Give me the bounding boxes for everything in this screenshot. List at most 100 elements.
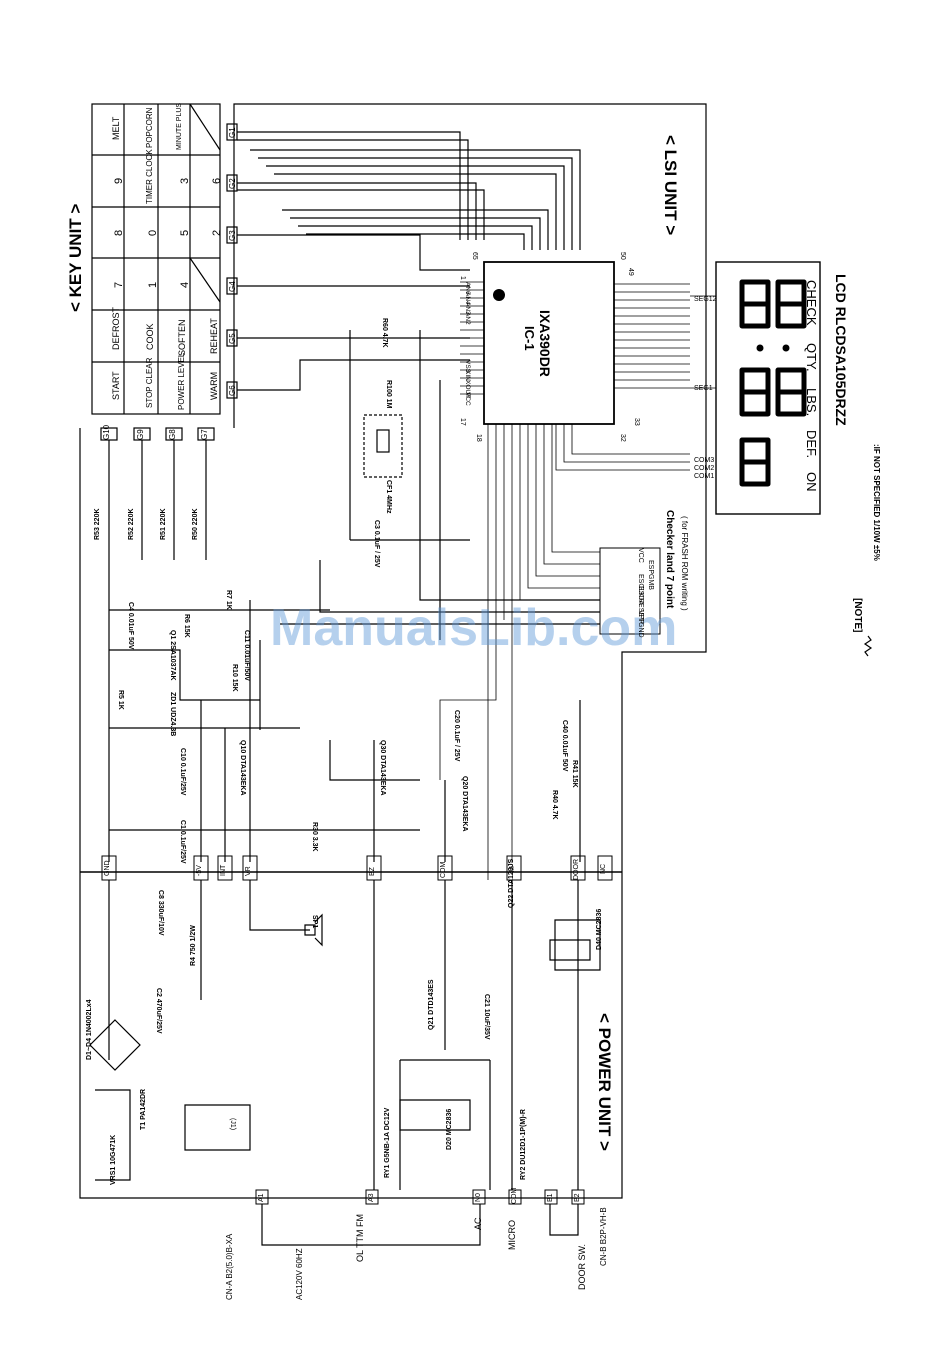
label-c3: C3 0.1uF / 25V xyxy=(373,520,380,568)
label-c8: C8 330uF/10V xyxy=(157,890,164,936)
pin-g5: G5 xyxy=(228,333,237,344)
pin-g9: G9 xyxy=(136,429,145,440)
label-vrs1: VRS1 10G471K xyxy=(110,1134,117,1185)
key-power-level[interactable]: POWER LEVEL xyxy=(177,352,186,410)
label-zd1: ZD1 UDZ4.3B xyxy=(169,692,176,737)
pin-g1: G1 xyxy=(228,127,237,138)
key-0[interactable]: 0 xyxy=(147,229,159,236)
lcd-annunciator-check: CHECK xyxy=(804,280,819,326)
key-cook[interactable]: COOK xyxy=(145,323,155,350)
pin-g6: G6 xyxy=(228,385,237,396)
checker-pin-vcc: VCC xyxy=(637,548,644,563)
label-r52: R52 220K xyxy=(128,508,135,540)
note-title: [NOTE] xyxy=(852,598,863,633)
label-d1d4: D1~D4 1N4002Lx4 xyxy=(86,999,93,1060)
label-micro: MICRO xyxy=(507,1220,517,1250)
key-panel xyxy=(91,103,221,415)
power-pin-com: COM xyxy=(511,1187,518,1204)
pin-g4: G4 xyxy=(228,281,237,292)
key-start[interactable]: START xyxy=(111,371,121,400)
label-c10: C10 0.1uF/25V xyxy=(179,748,186,796)
key-2[interactable]: 2 xyxy=(211,229,223,236)
label-c40: C40 0.01uF 50V xyxy=(561,720,568,772)
label-r41: R41 15K xyxy=(571,760,578,788)
key-3[interactable]: 3 xyxy=(179,177,191,184)
label-c21: C21 10uF/35V xyxy=(483,994,490,1040)
key-7[interactable]: 7 xyxy=(113,281,125,288)
power-pin-b1: B1 xyxy=(547,1193,554,1202)
key-warm[interactable]: WARM xyxy=(209,371,219,400)
key-popcorn[interactable]: POPCORN xyxy=(145,107,154,148)
checker-pin-gnd: GND xyxy=(637,622,644,638)
key-unit-title: < KEY UNIT > xyxy=(66,203,85,312)
conn-door: DOOR xyxy=(573,859,580,880)
ic-pin-1: 1 xyxy=(459,276,466,280)
key-5[interactable]: 5 xyxy=(179,229,191,236)
ic-pin-18: 18 xyxy=(475,434,482,442)
label-r4: R4 750 1/2W xyxy=(190,925,197,966)
label-c1: C1 0.1uF/25V xyxy=(179,820,186,864)
label-ol-ttm-fm: OL TTM FM xyxy=(355,1214,365,1262)
board-outline xyxy=(79,103,707,1199)
power-pin-a1: A1 xyxy=(258,1193,265,1202)
key-9[interactable]: 9 xyxy=(113,177,125,184)
conn-vr: VR xyxy=(245,866,252,876)
label-ac120v: AC120V 60HZ xyxy=(295,1248,304,1300)
key-timer-clock[interactable]: TIMER CLOCK xyxy=(145,149,154,204)
label-q10: Q10 DTA143EKA xyxy=(239,740,246,796)
lcd-seg12: SEG12 xyxy=(694,296,717,303)
checker-pin-espgmb: ESPGMB xyxy=(647,560,654,590)
label-r30: R30 3.3K xyxy=(311,822,318,852)
ic-body xyxy=(483,261,615,425)
key-minute-plus[interactable]: MINUTE PLUS xyxy=(176,102,183,150)
label-d20: D20 MC2836 xyxy=(446,1108,453,1150)
key-8[interactable]: 8 xyxy=(113,229,125,236)
lcd-annunciator-qty: QTY. xyxy=(804,343,819,372)
key-6[interactable]: 6 xyxy=(211,177,223,184)
label-q21: Q21 DTD143ES xyxy=(428,979,435,1030)
label-ac: AC xyxy=(473,1217,483,1230)
label-r10: R10 15K xyxy=(231,664,238,692)
key-4[interactable]: 4 xyxy=(179,281,191,288)
key-defrost[interactable]: DEFROST xyxy=(111,306,121,350)
pin-g10: G10 xyxy=(102,424,111,440)
key-1[interactable]: 1 xyxy=(147,281,159,288)
label-c4: C4 0.01uF 50V xyxy=(127,602,134,650)
note-text: :IF NOT SPECIFIED 1/10W ±5% xyxy=(872,444,881,561)
label-t1: T1 PA142DR xyxy=(140,1088,147,1130)
lcd-com3: COM3 xyxy=(694,457,715,464)
pin-g7: G7 xyxy=(200,429,209,440)
lsi-unit-title: < LSI UNIT > xyxy=(661,135,680,236)
ic-pin-65: 65 xyxy=(471,252,478,260)
watermark: ManualsLib.com xyxy=(270,599,678,657)
label-c11: C11 0.01uF/50V xyxy=(243,630,250,681)
label-r6: R6 15K xyxy=(183,614,190,638)
label-r40: R40 4.7K xyxy=(551,790,558,820)
conn-bz: BZ xyxy=(369,867,376,876)
pin-g3: G3 xyxy=(228,230,237,241)
ic-part: IXA390DR xyxy=(537,310,553,377)
label-ry2: RY2 DU12D1-1P(M)-R xyxy=(520,1109,527,1180)
key-stop-clear[interactable]: STOP CLEAR xyxy=(145,357,154,408)
conn-5v: -5V xyxy=(196,865,203,876)
lcd-module xyxy=(715,261,821,515)
key-melt[interactable]: MELT xyxy=(111,116,121,140)
label-door-sw: DOOR SW. xyxy=(577,1243,587,1290)
conn-nc: NC xyxy=(600,863,607,874)
lcd-annunciator-lbs: LBS. xyxy=(804,388,819,417)
ic-pin-32: 32 xyxy=(619,434,626,442)
lcd-com1: COM1 xyxy=(694,473,715,480)
conn-com: COM xyxy=(440,861,447,878)
ic-left-an2: AN2 xyxy=(464,312,471,325)
label-ry1: RY1 G5NB-1A DC12V xyxy=(384,1107,391,1178)
label-sp1: SP1 xyxy=(311,915,318,929)
key-soften[interactable]: SOFTEN xyxy=(177,319,187,356)
label-r100: R100 1M xyxy=(385,380,392,409)
key-reheat[interactable]: REHEAT xyxy=(209,318,219,354)
label-cf1: CF1 4MHz xyxy=(385,480,392,514)
conn-gnd: GND xyxy=(104,860,111,876)
power-pin-n0: N0 xyxy=(475,1193,482,1202)
label-c20: C20 0.1uF / 25V xyxy=(453,710,460,762)
label-q20: Q20 DTA143EKA xyxy=(461,776,468,832)
